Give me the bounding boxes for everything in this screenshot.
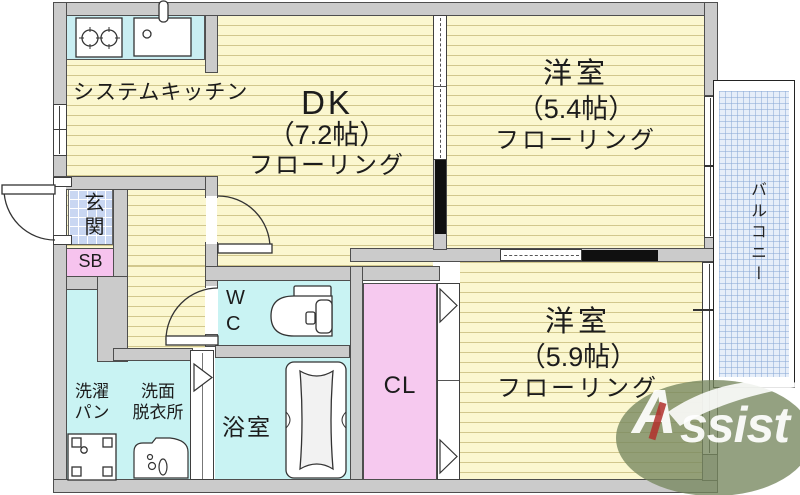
room-bedroom-upper-floor [447, 15, 705, 248]
wall-right-lower [702, 453, 718, 481]
hallway-floor [128, 266, 205, 348]
entrance-jamb-bottom [53, 235, 72, 245]
wall-bottom [53, 479, 718, 493]
sliding-door-bedrooms [500, 249, 582, 261]
wall-dk-door-bottom [205, 242, 218, 268]
bedroom-upper-size: （5.4帖） [516, 94, 636, 124]
wall-under-wc [215, 345, 350, 358]
sliding-door-dk-bedroom [433, 15, 447, 160]
wc-line2: C [226, 313, 241, 335]
window-left-dk [53, 104, 67, 156]
washroom-line1: 洗面 [141, 382, 175, 401]
entrance-jamb-top [53, 177, 72, 187]
washroom-line2: 脱衣所 [132, 403, 184, 422]
closet-label: CL [383, 372, 417, 399]
entrance-label: 玄関 [81, 192, 103, 240]
kitchen-counter [66, 15, 205, 60]
wall-closet-left [350, 266, 363, 480]
closet-box [363, 283, 437, 480]
wall-dk-door-top [205, 176, 218, 198]
wall-right-upper [704, 2, 718, 96]
laundry-line1: 洗濯 [75, 382, 109, 401]
entrance-door [1, 184, 56, 241]
window-tick-lower [693, 309, 727, 311]
dk-name: DK [301, 84, 353, 121]
bedroom-upper-name: 洋室 [542, 58, 609, 90]
balcony: バルコニー [713, 80, 795, 388]
wall-entrance-right [113, 189, 128, 279]
sliding-door-bedrooms-black-panel [582, 250, 658, 261]
wall-above-wc [205, 266, 440, 281]
dk-door-opening [206, 196, 217, 244]
wc-label: W C [226, 285, 245, 337]
wall-above-entrance [53, 176, 218, 190]
closet-door-strip [437, 283, 460, 480]
balcony-label: バルコニー [748, 181, 765, 286]
wall-kitchen-stub [205, 15, 218, 73]
shoe-box-label: SB [78, 251, 103, 271]
dk-size: （7.2帖） [267, 120, 387, 150]
entrance-tile [68, 189, 113, 245]
bedroom-lower-flooring: フローリング [497, 375, 659, 402]
wall-top [53, 2, 718, 16]
laundry-pan-label: 洗濯 パン [64, 381, 120, 423]
wall-duct-block [97, 276, 128, 362]
bathroom-label: 浴室 [222, 414, 272, 440]
laundry-line2: パン [74, 403, 110, 422]
bedroom-lower-size: （5.9帖） [518, 342, 638, 372]
entrance-opening [54, 182, 66, 238]
washroom-label: 洗面 脱衣所 [122, 381, 194, 423]
dk-flooring: フローリング [249, 152, 405, 179]
dk-label-block: DK （7.2帖） フローリング [237, 86, 417, 180]
wc-door-opening [206, 286, 217, 334]
kitchen-label: システムキッチン [73, 81, 249, 104]
bedroom-lower-label-block: 洋室 （5.9帖） フローリング [468, 304, 688, 404]
bedroom-upper-label-block: 洋室 （5.4帖） フローリング [466, 56, 686, 156]
bedroom-lower-name: 洋室 [544, 306, 611, 338]
sliding-door-dk-black-panel [435, 160, 446, 234]
balcony-deck [719, 91, 789, 377]
wall-hall-washroom [113, 348, 193, 361]
bedroom-upper-flooring: フローリング [495, 127, 657, 154]
wc-line1: W [226, 287, 245, 309]
